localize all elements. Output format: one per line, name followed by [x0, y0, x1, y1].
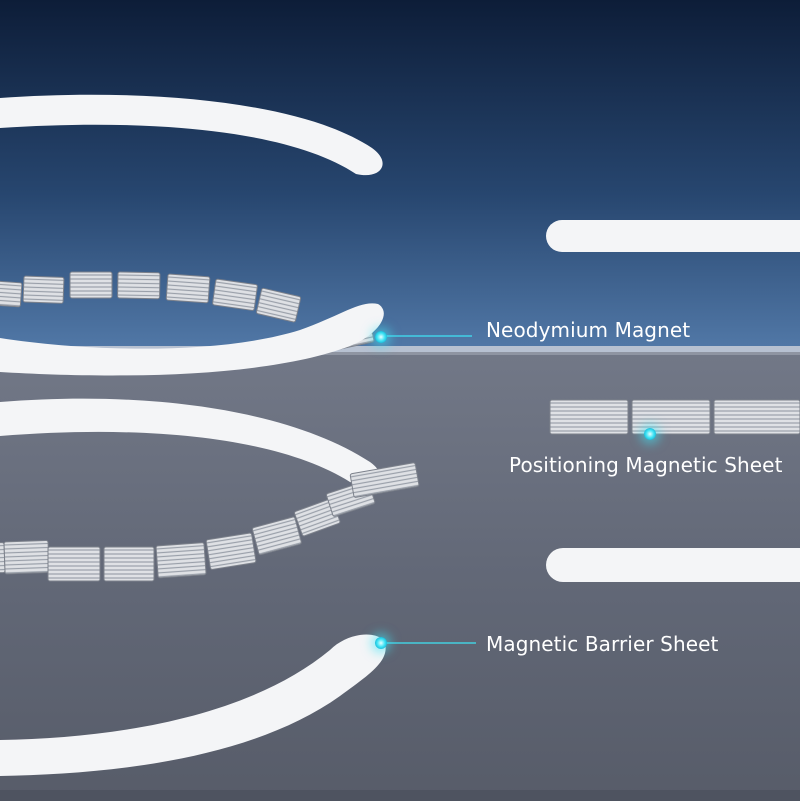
top-ring-lower-arc	[0, 303, 384, 376]
label-neodymium-magnet: Neodymium Magnet	[486, 318, 691, 342]
slab-edge-shadow	[0, 352, 800, 355]
top-ring-upper-arc	[0, 94, 383, 176]
label-magnetic-barrier-sheet: Magnetic Barrier Sheet	[486, 632, 719, 656]
slab-bottom-edge	[0, 790, 800, 801]
positioning-magnetic-sheet	[549, 399, 800, 435]
middle-ring-upper-arc	[0, 398, 380, 485]
positioning-marker-icon	[644, 428, 656, 440]
barrier-marker-icon	[375, 637, 387, 649]
bottom-right-ring-segment	[546, 548, 800, 582]
bottom-ring-arc	[0, 634, 386, 776]
label-positioning-magnetic-sheet: Positioning Magnetic Sheet	[509, 453, 783, 477]
neodymium-marker-icon	[375, 331, 387, 343]
slab-top-edge	[0, 346, 800, 354]
middle-magnet-chain	[0, 462, 420, 582]
top-right-ring-segment	[546, 220, 800, 252]
background-sky	[0, 0, 800, 352]
